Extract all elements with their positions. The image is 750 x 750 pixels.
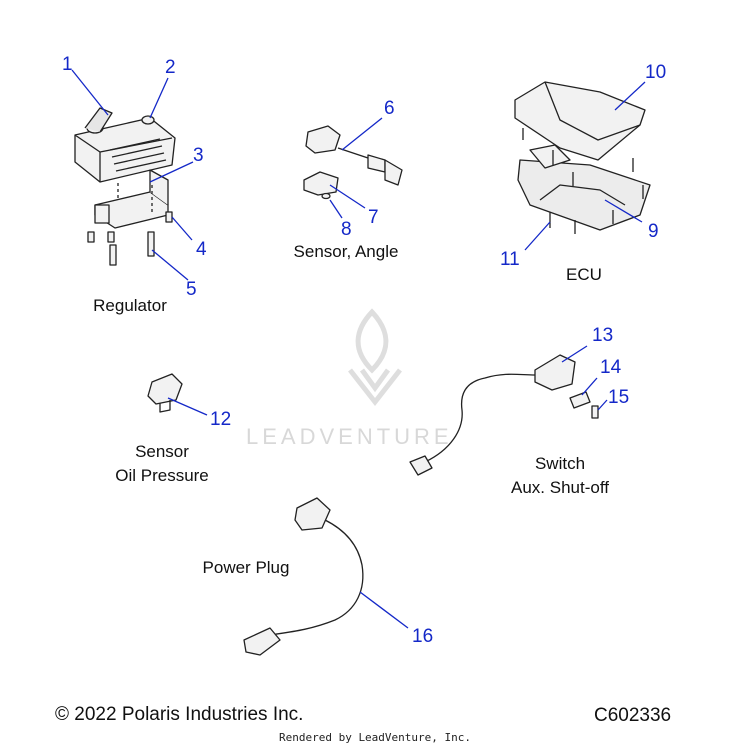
callout-9: 9 (648, 221, 659, 242)
group-label-sensor-oil-pressure: Sensor Oil Pressure (115, 442, 209, 485)
callout-5: 5 (186, 279, 197, 300)
leader-line-8 (329, 199, 343, 219)
callout-7: 7 (368, 207, 379, 228)
group-label-regulator: Regulator (93, 296, 167, 315)
leader-line-15 (597, 399, 608, 411)
callout-15: 15 (608, 387, 630, 408)
leader-line-4 (171, 216, 193, 241)
sensor-angle-part (303, 125, 403, 200)
leader-line-6 (341, 117, 383, 151)
group-label-sensor-angle: Sensor, Angle (293, 242, 399, 261)
callout-12: 12 (210, 409, 232, 430)
leader-line-2 (149, 77, 169, 119)
callout-8: 8 (341, 219, 352, 240)
regulator-part (74, 107, 176, 266)
callout-2: 2 (165, 57, 176, 78)
callout-10: 10 (645, 62, 667, 83)
power-plug-part (243, 497, 364, 656)
leader-line-1 (71, 69, 109, 116)
leader-line-11 (524, 221, 551, 251)
group-label-switch-aux-shutoff: Switch Aux. Shut-off (511, 454, 609, 497)
leader-line-9 (604, 199, 643, 223)
callout-3: 3 (193, 145, 204, 166)
diagram-id: C602336 (594, 705, 672, 726)
leader-line-13 (561, 345, 588, 363)
copyright-text: © 2022 Polaris Industries Inc. (55, 704, 304, 725)
sensor-oil-pressure-part (147, 373, 183, 413)
leader-line-7 (329, 184, 366, 209)
rendered-by-text: Rendered by LeadVenture, Inc. (278, 731, 472, 744)
callout-13: 13 (592, 325, 614, 346)
callout-1: 1 (62, 54, 73, 75)
leader-line-12 (167, 397, 208, 416)
callout-11: 11 (500, 249, 520, 270)
leader-line-14 (581, 377, 598, 396)
leader-line-5 (151, 249, 189, 281)
leader-line-16 (359, 591, 409, 629)
leader-line-10 (614, 81, 646, 111)
callout-6: 6 (384, 98, 395, 119)
group-label-ecu: ECU (566, 265, 602, 284)
ecu-part (514, 81, 651, 234)
group-label-power-plug: Power Plug (202, 558, 290, 577)
watermark-text: LEADVENTURE (246, 424, 453, 449)
switch-aux-shutoff-part (409, 354, 599, 476)
callout-16: 16 (412, 626, 434, 647)
callout-4: 4 (196, 239, 207, 260)
callout-14: 14 (600, 357, 622, 378)
leader-line-3 (149, 161, 194, 183)
